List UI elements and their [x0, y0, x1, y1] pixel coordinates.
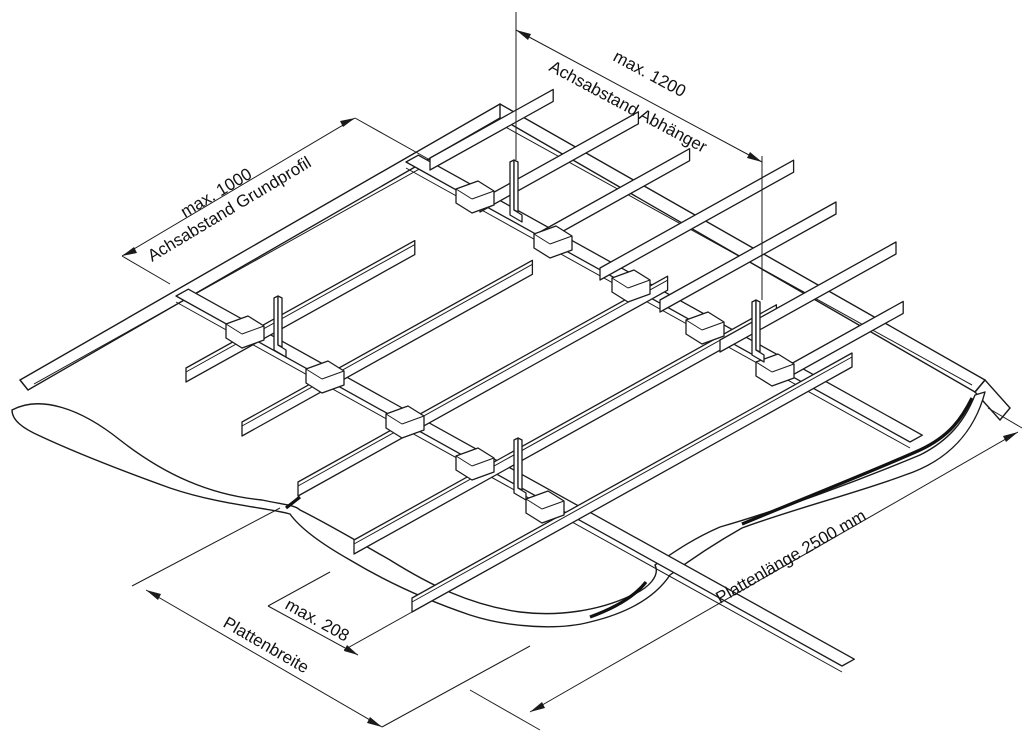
- base-profile-edge: [405, 167, 911, 449]
- cross-connector-edge: [611, 277, 629, 289]
- cross-connector: [525, 490, 565, 524]
- dimension-edge-distance: max. 208: [267, 571, 413, 656]
- cross-connector-edge: [225, 323, 243, 335]
- cross-connector-edge: [385, 413, 403, 425]
- support-profile: [659, 201, 837, 313]
- cross-connector-edge: [241, 325, 265, 335]
- cross-connector-edge: [627, 279, 651, 289]
- cross-connector: [455, 447, 495, 481]
- support-profile-edge: [411, 356, 853, 603]
- base-profile-edge: [175, 301, 843, 673]
- support-profile: [429, 88, 554, 171]
- support-profile: [599, 159, 795, 281]
- cross-connector: [385, 405, 425, 439]
- cross-connector-edge: [549, 235, 573, 245]
- hanger: [273, 295, 287, 358]
- support-profile-edge: [241, 263, 533, 427]
- cross-connector-edge: [525, 498, 543, 510]
- cross-connector: [611, 269, 651, 303]
- support-profile-edge: [353, 308, 777, 545]
- cross-connector: [455, 180, 495, 214]
- cross-connector: [685, 311, 725, 345]
- gypsum-plate: [11, 391, 986, 628]
- cross-connector-edge: [685, 319, 703, 331]
- cross-connector-edge: [305, 368, 323, 380]
- cross-connectors: [225, 180, 795, 524]
- hangers: [273, 159, 765, 501]
- cross-connector-edge: [471, 457, 495, 467]
- plate-length-label: Plattenlänge 2500 mm: [713, 506, 870, 608]
- cross-connector-edge: [701, 321, 725, 331]
- cross-connector-edge: [771, 363, 795, 373]
- edge-max-label: max. 208: [282, 595, 352, 646]
- cross-connector-edge: [401, 415, 425, 425]
- hanger: [509, 159, 523, 223]
- cross-connector: [305, 360, 345, 394]
- cross-connector: [533, 225, 573, 259]
- cross-connector-edge: [455, 188, 473, 200]
- support-profiles: [185, 88, 904, 613]
- cross-connector-edge: [455, 455, 473, 467]
- support-profile-edge: [185, 244, 416, 373]
- hanger: [751, 299, 765, 363]
- cross-connector-edge: [471, 190, 495, 200]
- cross-connector: [225, 315, 265, 349]
- cross-connector-edge: [321, 370, 345, 380]
- cross-connector-edge: [541, 500, 565, 510]
- base-spacing-label: Achsabstand Grundprofil: [144, 153, 314, 266]
- cross-connector: [755, 353, 795, 387]
- hanger: [513, 437, 527, 501]
- cross-connector-edge: [533, 233, 551, 245]
- support-profile: [719, 241, 897, 353]
- support-profile-edge: [297, 279, 668, 487]
- cross-connector-edge: [755, 361, 773, 373]
